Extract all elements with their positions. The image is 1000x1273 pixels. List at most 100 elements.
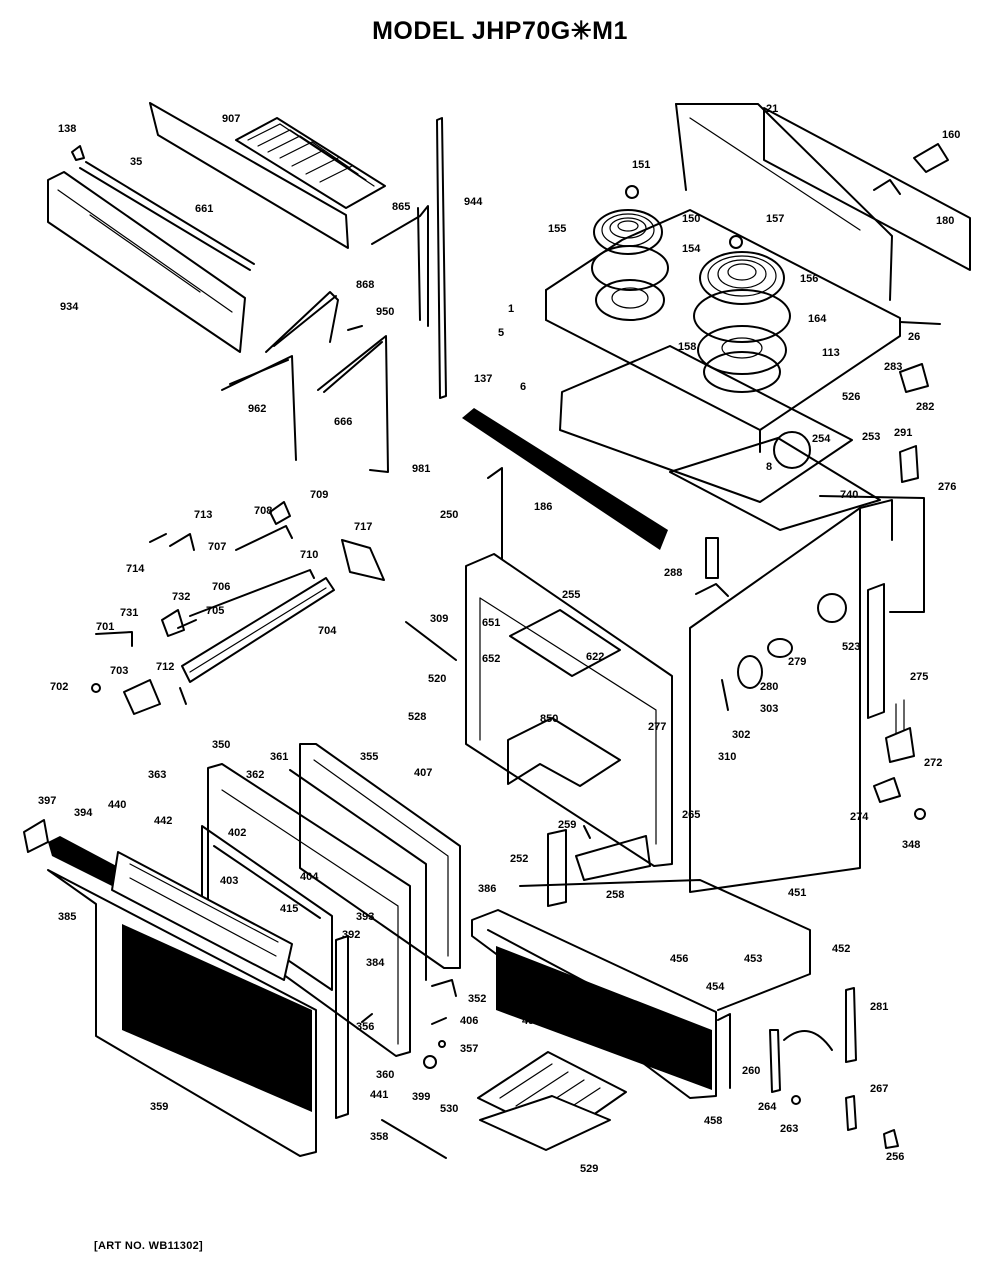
- part-number-label: 709: [310, 489, 328, 501]
- part-number-label: 950: [376, 306, 394, 318]
- oven-body-group: [405, 408, 926, 907]
- part-number-label: 706: [212, 581, 230, 593]
- part-number-label: 259: [558, 819, 576, 831]
- part-number-label: 303: [760, 703, 778, 715]
- part-number-label: 310: [718, 751, 736, 763]
- part-number-label: 714: [126, 563, 145, 575]
- part-number-label: 302: [732, 729, 750, 741]
- part-number-label: 651: [482, 617, 500, 629]
- part-number-label: 252: [510, 853, 528, 865]
- part-number-label: 6: [520, 381, 526, 393]
- part-number-label: 260: [742, 1065, 760, 1077]
- part-number-label: 981: [412, 463, 430, 475]
- part-number-label: 385: [58, 911, 76, 923]
- part-number-label: 384: [366, 957, 385, 969]
- part-number-label: 21: [766, 103, 778, 115]
- part-number-label: 704: [318, 625, 337, 637]
- part-number-label: 256: [886, 1151, 904, 1163]
- art-number: [ART NO. WB11302]: [94, 1240, 204, 1252]
- part-number-label: 713: [194, 509, 212, 521]
- backguard-trim-group: [47, 102, 386, 353]
- part-number-label: 1: [508, 303, 514, 315]
- part-number-label: 155: [548, 223, 566, 235]
- part-number-label: 406: [460, 1015, 478, 1027]
- part-number-label: 250: [440, 509, 458, 521]
- part-number-label: 705: [206, 605, 224, 617]
- part-number-label: 442: [154, 815, 172, 827]
- part-number-label: 26: [908, 331, 920, 343]
- part-number-label: 275: [910, 671, 928, 683]
- part-number-label: 415: [280, 903, 298, 915]
- part-number-label: 407: [414, 767, 432, 779]
- part-number-label: 530: [440, 1103, 458, 1115]
- part-number-label: 361: [270, 751, 288, 763]
- part-number-label: 254: [812, 433, 831, 445]
- part-number-label: 156: [800, 273, 818, 285]
- part-number-label: 265: [682, 809, 700, 821]
- part-number-label: 707: [208, 541, 226, 553]
- part-number-label: 276: [938, 481, 956, 493]
- side-bracket-group: [221, 117, 447, 473]
- part-number-label: 352: [468, 993, 486, 1005]
- part-number-label: 255: [562, 589, 580, 601]
- part-number-label: 359: [150, 1101, 168, 1113]
- part-number-label: 523: [842, 641, 860, 653]
- part-number-label: 186: [534, 501, 552, 513]
- part-number-label: 456: [670, 953, 688, 965]
- part-number-label: 440: [108, 799, 126, 811]
- part-number-label: 180: [936, 215, 954, 227]
- part-number-label: 944: [464, 196, 483, 208]
- part-number-label: 279: [788, 656, 806, 668]
- part-number-label: 962: [248, 403, 266, 415]
- part-number-label: 454: [706, 981, 725, 993]
- part-number-label: 360: [376, 1069, 394, 1081]
- part-number-label: 457: [522, 1015, 540, 1027]
- part-number-label: 362: [246, 769, 264, 781]
- part-number-label: 157: [766, 213, 784, 225]
- part-number-label: 441: [370, 1089, 388, 1101]
- part-number-label: 622: [586, 651, 604, 663]
- part-number-label: 934: [60, 301, 79, 313]
- part-number-label: 263: [780, 1123, 798, 1135]
- part-number-label: 277: [648, 721, 666, 733]
- part-number-label: 526: [842, 391, 860, 403]
- part-number-label: 363: [148, 769, 166, 781]
- part-number-label: 865: [392, 201, 410, 213]
- part-number-label: 666: [334, 416, 352, 428]
- drawer-group: [361, 879, 899, 1151]
- part-number-label: 253: [862, 431, 880, 443]
- part-number-label: 138: [58, 123, 76, 135]
- part-number-label: 358: [370, 1131, 388, 1143]
- part-number-label: 528: [408, 711, 426, 723]
- part-number-label: 404: [300, 871, 319, 883]
- part-number-label: 8: [766, 461, 772, 473]
- part-number-label: 348: [902, 839, 920, 851]
- part-number-label: 356: [356, 1021, 374, 1033]
- part-number-label: 272: [924, 757, 942, 769]
- part-number-label: 907: [222, 113, 240, 125]
- part-number-label: 393: [356, 911, 374, 923]
- cooktop-group: [545, 103, 971, 531]
- part-number-label: 137: [474, 373, 492, 385]
- part-number-label: 282: [916, 401, 934, 413]
- part-number-label: 392: [342, 929, 360, 941]
- part-number-label: 710: [300, 549, 318, 561]
- part-number-label: 453: [744, 953, 762, 965]
- part-number-label: 701: [96, 621, 114, 633]
- part-number-label: 708: [254, 505, 272, 517]
- part-number-label: 350: [212, 739, 230, 751]
- part-number-label: 158: [678, 341, 696, 353]
- part-number-label: 732: [172, 591, 190, 603]
- part-number-label: 5: [498, 327, 504, 339]
- part-number-label: 281: [870, 1001, 888, 1013]
- part-number-label: 357: [460, 1043, 478, 1055]
- part-number-label: 397: [38, 795, 56, 807]
- hinge-parts-group: [91, 501, 385, 715]
- model-title: MODEL JHP70G✳M1: [372, 17, 628, 45]
- part-number-label: 160: [942, 129, 960, 141]
- part-number-label: 850: [540, 713, 558, 725]
- part-number-label: 394: [74, 807, 93, 819]
